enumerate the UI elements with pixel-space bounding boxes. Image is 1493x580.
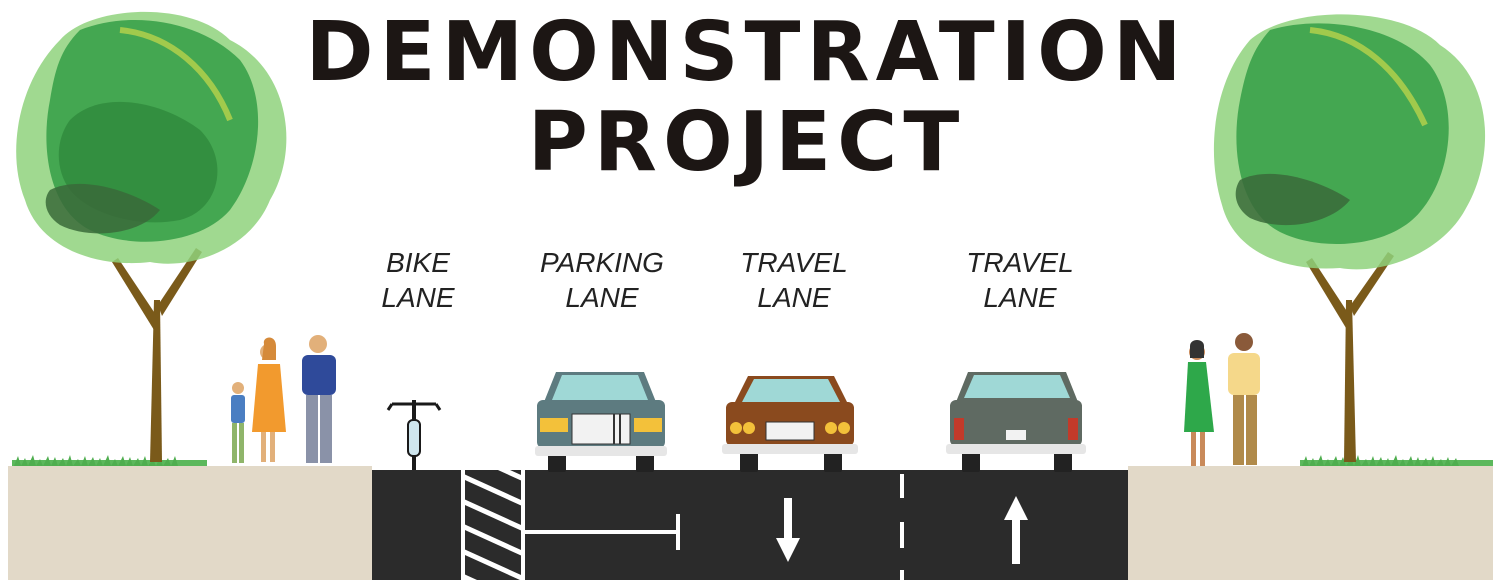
gray-car-rear-icon	[946, 372, 1086, 472]
parking-lane-label-line1: PARKING	[540, 247, 664, 278]
bike-lane-label: BIKE LANE	[318, 245, 518, 315]
left-grass	[12, 455, 207, 466]
parking-lane-label: PARKING LANE	[502, 245, 702, 315]
parked-car-icon	[535, 372, 667, 472]
travel-lane-2-label: TRAVEL LANE	[920, 245, 1120, 315]
right-sidewalk	[1128, 466, 1493, 580]
title-line-2: PROJECT	[527, 95, 966, 190]
travel-lane-2-label-line1: TRAVEL	[966, 247, 1074, 278]
bike-lane-label-line2: LANE	[381, 282, 455, 313]
right-tree-icon	[1213, 14, 1486, 462]
parking-t-marking	[525, 514, 680, 550]
man-pedestrian-icon	[302, 335, 336, 463]
parking-lane-label-line2: LANE	[565, 282, 639, 313]
left-tree-icon	[16, 11, 287, 462]
bike-lane-label-line1: BIKE	[386, 247, 450, 278]
roadway	[372, 470, 1128, 580]
up-arrow-icon	[1004, 496, 1028, 564]
woman-green-dress-icon	[1184, 340, 1214, 466]
man-tan-outfit-icon	[1228, 333, 1260, 465]
woman-pedestrian-icon	[252, 337, 286, 462]
bike-lane-buffer	[461, 470, 525, 580]
travel-lane-1-label: TRAVEL LANE	[694, 245, 894, 315]
down-arrow-icon	[776, 498, 800, 562]
title-line-1: DEMONSTRATION	[305, 5, 1188, 100]
travel-lane-1-label-line2: LANE	[757, 282, 831, 313]
travel-lane-2-label-line2: LANE	[983, 282, 1057, 313]
travel-lane-1-label-line1: TRAVEL	[740, 247, 848, 278]
left-sidewalk	[8, 466, 372, 580]
bicycle-icon	[386, 400, 442, 470]
right-grass	[1300, 455, 1493, 466]
child-pedestrian-icon	[231, 382, 245, 463]
brown-car-icon	[722, 376, 858, 472]
